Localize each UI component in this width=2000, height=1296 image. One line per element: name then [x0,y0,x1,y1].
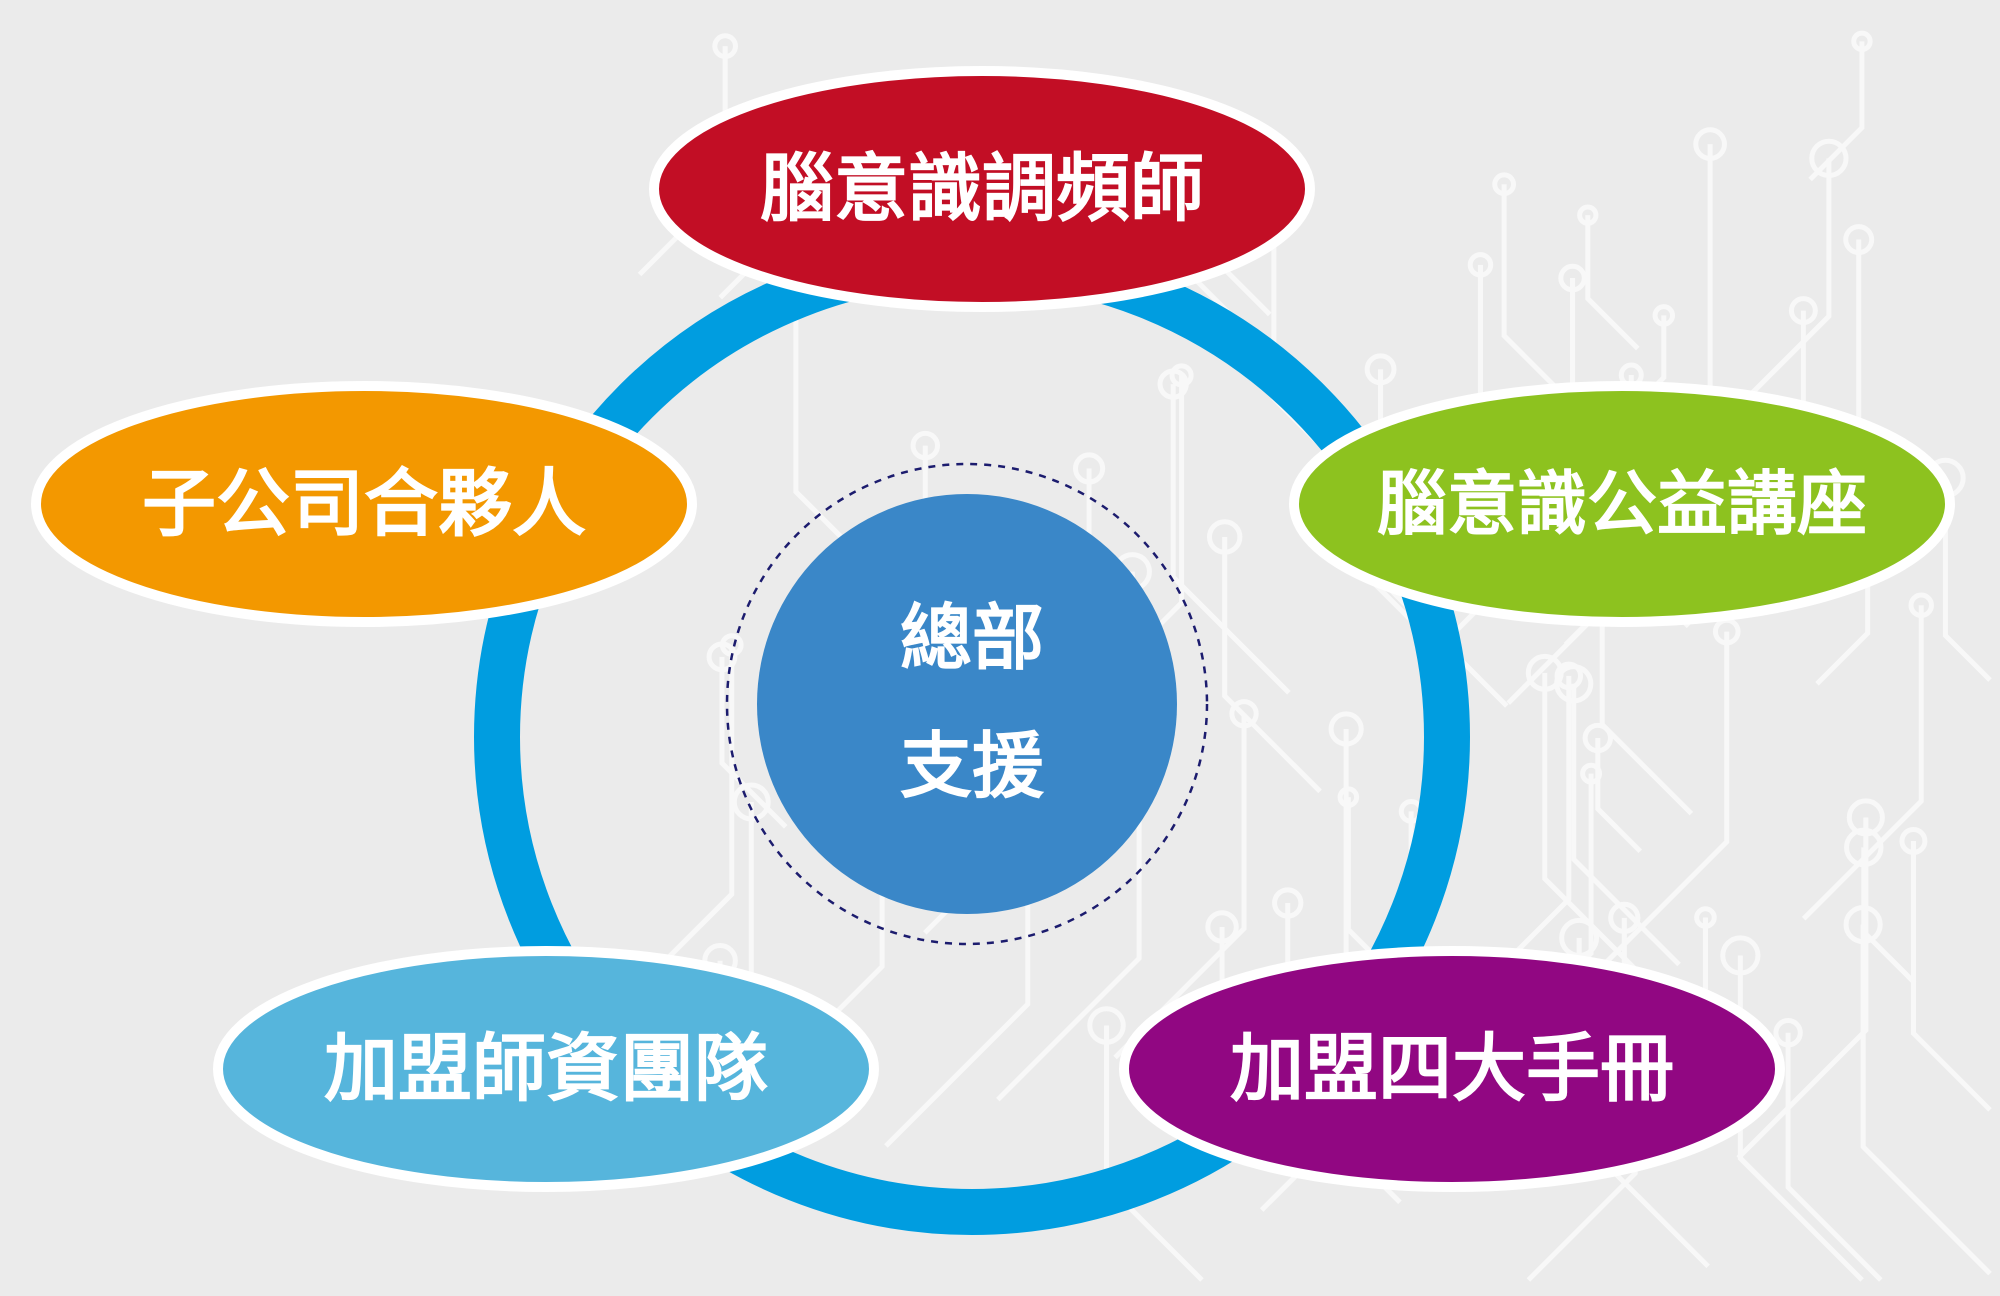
circuit-trace [1732,158,1832,413]
circuit-trace [1598,631,1730,970]
node-label: 子公司合夥人 [142,461,586,547]
circuit-node [1809,138,1849,179]
circuit-node [1229,699,1259,729]
circuit-node [1492,172,1517,197]
circuit-node [1846,798,1885,837]
circuit-trace [1222,536,1322,794]
circuit-node [1693,127,1727,161]
circuit-node [1364,353,1397,386]
circuit-node [1087,1006,1126,1045]
circuit-trace [1595,738,1643,854]
node-left[interactable]: 子公司合夥人 [31,381,697,627]
circuit-node [1720,935,1761,976]
circuit-node [1899,826,1928,855]
circuit-node [712,33,739,59]
circuit-node [1608,901,1641,934]
circuit-trace [1808,41,1865,182]
node-right[interactable]: 腦意識公益講座 [1289,381,1955,627]
circuit-node [1157,368,1189,400]
circuit-trace [1860,924,1992,1276]
node-top[interactable]: 腦意識調頻師 [649,66,1315,312]
circuit-node [1788,296,1818,326]
center-text-line2: 支援 [900,724,1045,808]
center-circle [757,494,1177,914]
circuit-node [1843,224,1875,256]
circuit-node [1525,653,1564,692]
circuit-trace [1170,384,1291,695]
circuit-node [1328,711,1364,747]
node-label: 加盟四大手冊 [1230,1026,1674,1112]
circuit-node [731,782,771,822]
circuit-trace [1736,817,1869,1160]
circuit-node [910,430,941,461]
circuit-node [1851,30,1873,53]
node-bottom-right[interactable]: 加盟四大手冊 [1119,946,1785,1192]
circuit-trace [1801,605,1924,921]
circuit-trace [1910,840,1992,1112]
node-label: 腦意識公益講座 [1377,463,1867,545]
circuit-trace [1737,955,1864,1282]
center-text-line1: 總部 [900,596,1044,680]
circuit-trace [1542,672,1670,1004]
circuit-trace [1585,215,1640,351]
circuit-node [1577,204,1599,226]
circuit-trace [1571,683,1681,967]
circuit-node [1694,906,1717,929]
circuit-node [1467,252,1494,278]
circuit-node [1580,762,1603,785]
circuit-node [1206,519,1243,555]
circuit-node [1558,263,1587,293]
circuit-node [1582,722,1613,754]
circuit-node [1169,363,1194,388]
circuit-node [1843,904,1883,945]
circuit-node [1272,887,1304,919]
circuit-node [1072,452,1106,485]
dotted-circle [725,462,1209,946]
circuit-node [1652,304,1676,327]
circuit-node [1337,786,1360,808]
node-label: 腦意識調頻師 [760,146,1204,232]
circuit-node [1908,592,1934,619]
circuit-trace [1861,847,1917,985]
node-label: 加盟師資團隊 [324,1026,768,1112]
node-bottom-left[interactable]: 加盟師資團隊 [213,946,879,1192]
circuit-node [1773,1018,1803,1048]
circuit-trace [1785,1032,1883,1282]
circuit-trace [719,656,788,829]
circuit-node [1205,910,1239,944]
